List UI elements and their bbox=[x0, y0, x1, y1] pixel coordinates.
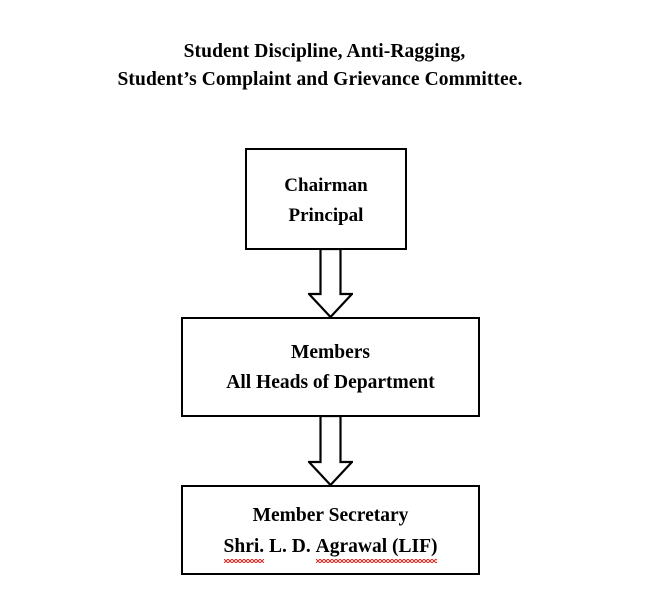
org-node-member-secretary-text: Member Secretary Shri. L. D. Agrawal (LI… bbox=[183, 500, 478, 563]
page-title: Student Discipline, Anti-Ragging, Studen… bbox=[0, 38, 646, 94]
org-node-members-detail: All Heads of Department bbox=[226, 372, 435, 393]
org-node-members-text: Members All Heads of Department bbox=[183, 338, 478, 398]
org-node-chairman: Chairman Principal bbox=[245, 148, 407, 250]
org-node-member-secretary-initials: L. D. bbox=[264, 536, 316, 557]
org-node-members-role: Members bbox=[290, 342, 371, 363]
org-node-member-secretary: Member Secretary Shri. L. D. Agrawal (LI… bbox=[181, 485, 480, 575]
org-node-member-secretary-role: Member Secretary bbox=[252, 505, 409, 526]
org-node-member-secretary-name: Shri. L. D. Agrawal (LIF) bbox=[183, 531, 478, 563]
org-node-chairman-name: Principal bbox=[288, 205, 364, 226]
arrow-down-icon-members-to-secretary bbox=[308, 416, 353, 486]
spellcheck-underline-shri: Shri. bbox=[223, 531, 264, 563]
org-node-members: Members All Heads of Department bbox=[181, 317, 480, 417]
spellcheck-underline-agrawal: Agrawal (LIF) bbox=[315, 531, 437, 563]
org-node-chairman-role: Chairman bbox=[284, 175, 368, 196]
arrow-down-icon-chairman-to-members bbox=[308, 249, 353, 318]
page-title-line-1: Student Discipline, Anti-Ragging, bbox=[183, 41, 466, 62]
org-node-chairman-text: Chairman Principal bbox=[247, 171, 405, 231]
page-title-line-2: Student’s Complaint and Grievance Commit… bbox=[117, 69, 523, 90]
